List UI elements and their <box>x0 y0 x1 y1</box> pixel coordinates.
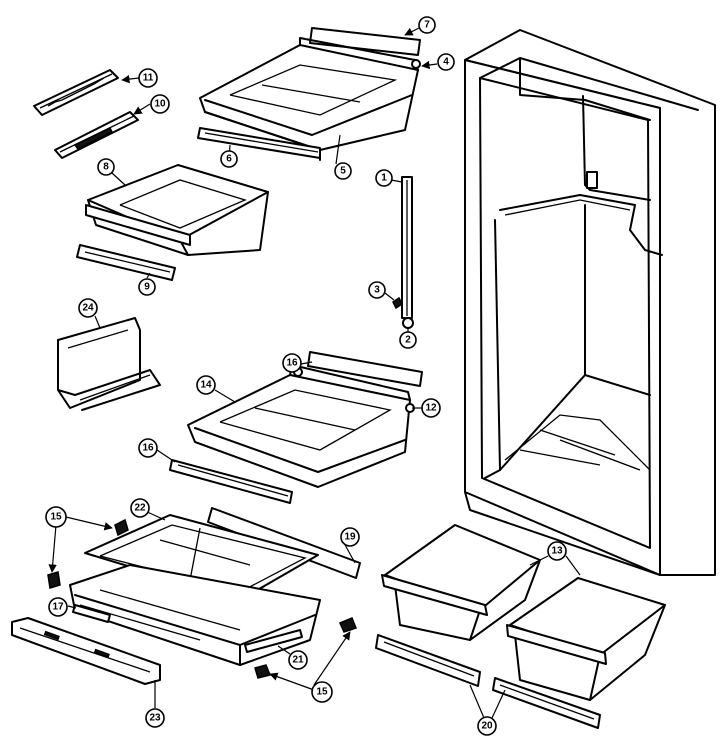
part-3-screw <box>392 296 403 310</box>
callout-20: 20 <box>477 716 497 736</box>
callout-15-left-label: 15 <box>50 512 62 523</box>
callout-22-label: 22 <box>134 503 146 514</box>
callout-20-label: 20 <box>481 721 493 732</box>
part-18-trim <box>307 351 423 387</box>
callout-15-left: 15 <box>45 506 67 528</box>
part-15-clip-left <box>47 571 61 589</box>
callout-2-label: 2 <box>405 335 411 346</box>
callout-11: 11 <box>138 68 158 88</box>
part-15-clip-bottom <box>254 664 272 679</box>
part-17-slide <box>72 604 111 623</box>
callout-4: 4 <box>437 53 455 71</box>
callout-1: 1 <box>375 169 393 187</box>
callout-19: 19 <box>340 527 360 547</box>
part-8-crisper-drawer <box>85 164 269 256</box>
callout-17: 17 <box>48 597 68 617</box>
callout-14-label: 14 <box>200 380 212 391</box>
cabinet <box>464 29 716 576</box>
part-20-trim-left <box>375 634 481 687</box>
callout-13: 13 <box>547 541 567 561</box>
part-13-crisper-right <box>506 577 666 701</box>
callout-16-upper-label: 16 <box>286 358 298 369</box>
callout-8: 8 <box>97 158 115 176</box>
callout-11-label: 11 <box>143 73 154 84</box>
part-20-trim-right <box>492 677 601 729</box>
part-2-fastener <box>402 317 414 329</box>
callout-3: 3 <box>368 281 386 299</box>
callout-7: 7 <box>418 16 436 34</box>
callout-6-label: 6 <box>226 154 232 165</box>
callout-5: 5 <box>334 162 352 180</box>
part-9-trim <box>76 244 176 281</box>
callout-24-label: 24 <box>82 303 94 314</box>
part-14-shelf <box>187 364 415 488</box>
callout-21-label: 21 <box>292 655 304 666</box>
callout-9-label: 9 <box>144 282 150 293</box>
part-19-trim <box>207 507 361 579</box>
part-16-trim-lower <box>169 459 293 504</box>
callout-17-label: 17 <box>52 602 64 613</box>
callout-3-label: 3 <box>374 285 380 296</box>
part-1-rail <box>401 176 413 319</box>
callout-14: 14 <box>196 375 216 395</box>
callout-16-lower: 16 <box>138 438 158 458</box>
callout-1-label: 1 <box>381 173 387 184</box>
part-21-slide <box>244 629 303 653</box>
callout-19-label: 19 <box>344 532 356 543</box>
callout-22: 22 <box>130 498 150 518</box>
callout-15-right: 15 <box>311 681 333 703</box>
callout-10-label: 10 <box>154 99 166 110</box>
callout-2: 2 <box>399 331 417 349</box>
crisper-frame <box>69 564 321 666</box>
part-24-bracket <box>57 317 161 411</box>
callout-23-label: 23 <box>149 713 161 724</box>
callout-15-right-label: 15 <box>316 687 328 698</box>
callout-13-label: 13 <box>551 546 563 557</box>
callout-7-label: 7 <box>424 20 430 31</box>
callout-12-label: 12 <box>425 403 437 414</box>
callout-16-lower-label: 16 <box>142 443 154 454</box>
callout-4-label: 4 <box>443 57 449 68</box>
callout-9: 9 <box>138 278 156 296</box>
callout-21: 21 <box>288 650 308 670</box>
callout-12: 12 <box>421 398 441 418</box>
part-15-clip-top <box>114 518 129 537</box>
callout-24: 24 <box>78 298 98 318</box>
part-10-rail <box>54 111 139 159</box>
part-15-clip-right <box>339 617 357 633</box>
callout-8-label: 8 <box>103 162 109 173</box>
part-11-rail <box>33 69 119 116</box>
callout-5-label: 5 <box>340 166 346 177</box>
part-7-trim <box>309 27 421 56</box>
part-6-trim <box>197 127 321 159</box>
callout-10: 10 <box>150 94 170 114</box>
callout-23: 23 <box>145 708 165 728</box>
callout-16-upper: 16 <box>282 353 302 373</box>
part-23-trim <box>11 617 161 685</box>
callout-6: 6 <box>220 150 238 168</box>
